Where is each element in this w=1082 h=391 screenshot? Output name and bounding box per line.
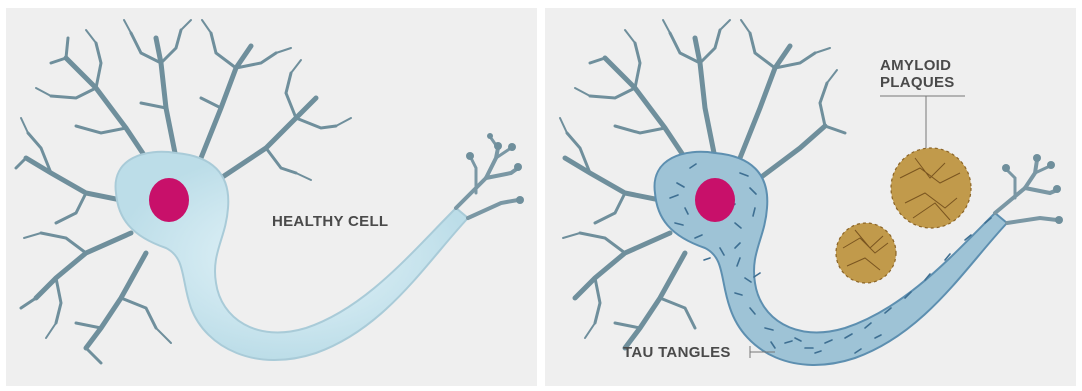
healthy-neuron-panel: HEALTHY CELL (6, 8, 537, 386)
healthy-cell-label: HEALTHY CELL (272, 213, 388, 230)
amyloid-plaque-large (891, 148, 971, 228)
tau-tangles-label: TAU TANGLES (623, 344, 731, 361)
amyloid-label-line2: PLAQUES (880, 74, 955, 91)
diseased-neuron-illustration (545, 8, 1076, 386)
healthy-axon-terminal (456, 138, 518, 218)
diseased-neuron-panel: AMYLOID PLAQUES TAU TANGLES (545, 8, 1076, 386)
amyloid-plaque-small (836, 223, 896, 283)
healthy-neuron-illustration (6, 8, 537, 386)
healthy-nucleus (149, 178, 189, 222)
amyloid-plaques-label: AMYLOID PLAQUES (880, 57, 955, 91)
amyloid-label-line1: AMYLOID (880, 57, 955, 74)
diseased-nucleus (695, 178, 735, 222)
